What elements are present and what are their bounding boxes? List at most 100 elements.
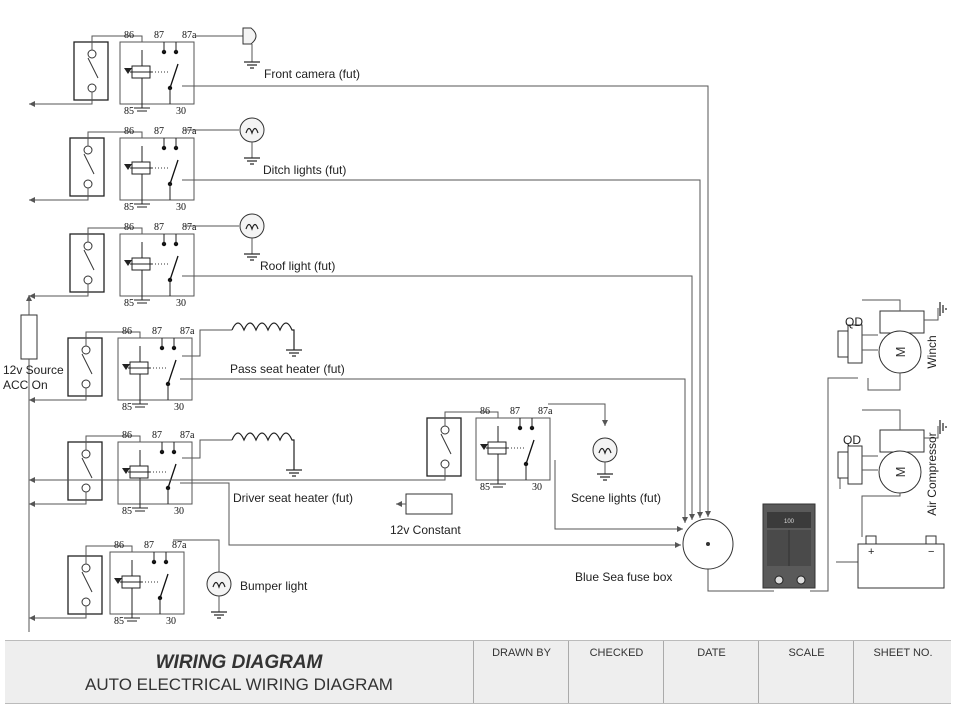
scale-label: SCALE — [788, 647, 825, 659]
relay-pin-label: 86 — [124, 222, 134, 233]
relay-group: 86 87 87a 85 30 86 87 87a 85 30 86 87 87a 85 30 86 87 87a… — [29, 30, 553, 627]
battery-to-motor-wires — [861, 373, 901, 537]
relay-pin-label: 86 — [124, 126, 134, 137]
relay-pin-label: 85 — [114, 616, 124, 627]
drawn-by-cell: DRAWN BY — [473, 641, 569, 703]
relay: 86 87 87a 85 30 — [109, 540, 187, 627]
relay-pin-label: 87 — [154, 30, 164, 41]
qd-compressor-label: QD — [843, 433, 861, 447]
relay-pin-label: 85 — [480, 482, 490, 493]
title-block-main: WIRING DIAGRAM AUTO ELECTRICAL WIRING DI… — [5, 641, 473, 703]
relay: 86 87 87a 85 30 — [119, 126, 197, 213]
fuse-box-label: Blue Sea fuse box — [575, 570, 672, 584]
heater-coil-icon — [182, 322, 302, 357]
relay-pin-label: 30 — [166, 616, 176, 627]
relay-pin-label: 86 — [122, 430, 132, 441]
toggle-switch — [69, 233, 105, 293]
relay-unit: 86 87 87a 85 30 — [29, 126, 197, 213]
source-label-line1: 12v Source — [3, 363, 64, 377]
constant-label: 12v Constant — [390, 523, 461, 537]
relay-pin-label: 86 — [114, 540, 124, 551]
scale-cell: SCALE — [758, 641, 854, 703]
relay-pin-label: 86 — [124, 30, 134, 41]
motor-symbol: M — [893, 467, 908, 478]
relay-pin-label: 87a — [182, 126, 197, 137]
relay-pin-label: 30 — [532, 482, 542, 493]
heater-coil-icon — [182, 432, 302, 477]
battery-minus: − — [928, 546, 934, 558]
checked-cell: CHECKED — [568, 641, 664, 703]
relay-pin-label: 87 — [154, 126, 164, 137]
circuit-breaker-icon — [762, 503, 816, 589]
motor-symbol: M — [893, 347, 908, 358]
relay-pin-label: 87 — [152, 326, 162, 337]
relay-pin-label: 85 — [124, 106, 134, 117]
lamp-icon — [184, 117, 265, 165]
ditch-lights-label: Ditch lights (fut) — [263, 163, 346, 177]
driver-seat-heater-label: Driver seat heater (fut) — [233, 491, 353, 505]
feed-wires — [180, 85, 858, 592]
front-camera-label: Front camera (fut) — [264, 67, 360, 81]
relay-unit: 86 87 87a 85 30 — [29, 30, 197, 117]
relay-pin-label: 87a — [180, 326, 195, 337]
relay-pin-label: 86 — [480, 406, 490, 417]
relay-pin-label: 85 — [124, 202, 134, 213]
relay-pin-label: 30 — [176, 298, 186, 309]
camera-icon — [195, 27, 260, 69]
roof-light-label: Roof light (fut) — [260, 259, 335, 273]
relay-unit: 86 87 87a 85 30 — [29, 326, 195, 413]
drawn-by-label: DRAWN BY — [492, 647, 551, 659]
air-compressor-label: Air Compressor — [925, 432, 939, 515]
relay-pin-label: 87 — [152, 430, 162, 441]
relay-pin-label: 87 — [510, 406, 520, 417]
relay-pin-label: 85 — [122, 506, 132, 517]
toggle-switch — [73, 41, 109, 101]
winch-label: Winch — [925, 335, 939, 368]
breaker-value: 100 — [784, 519, 795, 525]
relay-pin-label: 87a — [180, 430, 195, 441]
fuse-box-icon — [682, 518, 734, 570]
toggle-switch — [69, 137, 105, 197]
relay-pin-label: 30 — [176, 202, 186, 213]
relay: 86 87 87a 85 30 — [119, 222, 197, 309]
relay-pin-label: 30 — [174, 402, 184, 413]
relay-pin-label: 86 — [122, 326, 132, 337]
relay-pin-label: 30 — [176, 106, 186, 117]
relay: 86 87 87a 85 30 — [475, 406, 553, 493]
relay-pin-label: 87a — [538, 406, 553, 417]
relay-pin-label: 85 — [124, 298, 134, 309]
relay: 86 87 87a 85 30 — [117, 326, 195, 413]
relay-pin-label: 87 — [144, 540, 154, 551]
toggle-switch — [67, 555, 103, 615]
qd-winch-label: QD — [845, 315, 863, 329]
relay-pin-label: 87a — [182, 30, 197, 41]
relay-pin-label: 85 — [122, 402, 132, 413]
wiring-diagram: 86 87 87a 85 30 86 87 87a 85 30 86 87 87a 85 30 86 87 87a… — [3, 27, 947, 632]
date-cell: DATE — [663, 641, 759, 703]
toggle-switch — [67, 337, 103, 397]
relay-pin-label: 87 — [154, 222, 164, 233]
date-label: DATE — [697, 647, 726, 659]
relay-unit: 86 87 87a 85 30 — [29, 540, 187, 627]
bumper-light-label: Bumper light — [240, 579, 308, 593]
pass-seat-heater-label: Pass seat heater (fut) — [230, 362, 345, 376]
source-label-line2: ACC On — [3, 378, 48, 392]
diagram-subtitle: AUTO ELECTRICAL WIRING DIAGRAM — [85, 675, 393, 694]
constant-source — [396, 493, 453, 515]
lamp-icon — [548, 403, 618, 481]
relay-pin-label: 87a — [182, 222, 197, 233]
relay-unit: 86 87 87a 85 30 — [29, 406, 553, 493]
relay-unit: 86 87 87a 85 30 — [29, 222, 197, 309]
checked-label: CHECKED — [589, 647, 644, 659]
scene-lights-label: Scene lights (fut) — [571, 491, 661, 505]
acc-source — [20, 295, 38, 632]
lamp-icon — [184, 213, 265, 261]
battery-plus: + — [868, 546, 874, 558]
relay: 86 87 87a 85 30 — [119, 30, 197, 117]
toggle-switch — [67, 441, 103, 501]
relay-pin-label: 87a — [172, 540, 187, 551]
toggle-switch — [426, 417, 462, 477]
battery-icon — [857, 535, 945, 589]
